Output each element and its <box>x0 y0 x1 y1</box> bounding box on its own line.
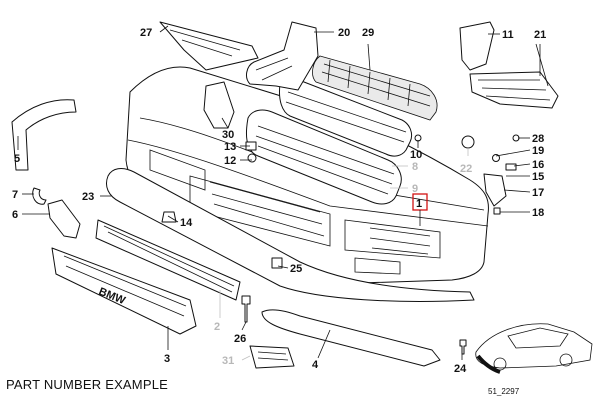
callout-9: 9 <box>412 183 418 195</box>
callout-12: 12 <box>224 155 236 167</box>
callout-27: 27 <box>140 27 152 39</box>
tow-cover-31 <box>249 345 295 369</box>
callout-31: 31 <box>222 355 234 367</box>
lower-spoiler <box>106 168 475 302</box>
callout-19: 19 <box>532 145 544 157</box>
clip-7 <box>32 187 47 205</box>
callout-numbers: 1 2 3 4 5 6 7 8 9 10 11 12 13 14 15 16 1… <box>12 27 546 375</box>
upper-mesh-grille <box>312 55 438 121</box>
bolt-24 <box>459 339 467 355</box>
clip-25 <box>271 257 283 269</box>
callout-11: 11 <box>502 29 514 41</box>
lower-lip-strip <box>261 309 441 367</box>
callout-18: 18 <box>532 207 544 219</box>
mounting-bracket-27 <box>159 21 259 71</box>
leader-lines <box>17 25 549 361</box>
callout-2: 2 <box>214 321 220 333</box>
callout-23: 23 <box>82 191 94 203</box>
callout-7: 7 <box>12 189 18 201</box>
side-bracket-6 <box>47 199 81 239</box>
callout-28: 28 <box>532 133 544 145</box>
kidney-grille-right <box>279 78 413 157</box>
callout-3: 3 <box>164 353 170 365</box>
callout-5: 5 <box>14 153 20 165</box>
reference-code: 51_2297 <box>488 387 520 396</box>
callout-8: 8 <box>412 161 418 173</box>
fasteners-right <box>245 134 520 215</box>
callout-24: 24 <box>454 363 467 375</box>
car-thumbnail: 51_2297 <box>475 323 593 396</box>
callout-1: 1 <box>416 198 422 210</box>
air-duct <box>246 21 319 91</box>
callout-26: 26 <box>234 333 246 345</box>
callout-20: 20 <box>338 27 350 39</box>
callout-30: 30 <box>222 129 234 141</box>
callout-25: 25 <box>290 263 302 275</box>
callout-21: 21 <box>534 29 546 41</box>
callout-4: 4 <box>312 359 319 371</box>
bolt-26 <box>241 295 251 323</box>
callout-6: 6 <box>12 209 18 221</box>
callout-10: 10 <box>410 149 422 161</box>
side-trim-strip <box>11 99 77 171</box>
callout-17: 17 <box>532 187 544 199</box>
impact-strip <box>95 219 241 301</box>
callout-16: 16 <box>532 159 544 171</box>
callout-15: 15 <box>532 171 544 183</box>
callout-22: 22 <box>460 163 472 175</box>
caption: PART NUMBER EXAMPLE <box>6 377 169 392</box>
callout-29: 29 <box>362 27 374 39</box>
kidney-grille-left <box>245 109 402 205</box>
callout-13: 13 <box>224 141 236 153</box>
callout-14: 14 <box>180 217 193 229</box>
